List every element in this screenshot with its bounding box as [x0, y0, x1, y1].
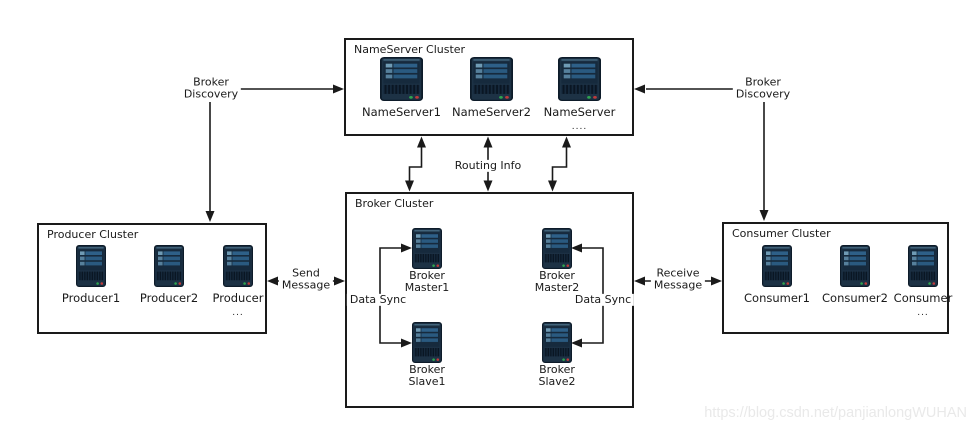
server-icon [76, 245, 106, 287]
label-send-message: Send Message [278, 267, 334, 293]
node-broker-slave2: Broker Slave2 [538, 322, 576, 387]
nameserver-cluster-title: NameServer Cluster [354, 43, 466, 56]
node-broker-slave1: Broker Slave1 [408, 322, 446, 387]
server-icon [380, 57, 423, 101]
node-broker-master1: Broker Master1 [405, 228, 449, 293]
node-nameserver2: NameServer2 [452, 57, 531, 118]
node-producer2: Producer2 [140, 245, 198, 304]
server-icon [542, 228, 572, 269]
node-label: Producer1 [61, 291, 121, 305]
node-label: Broker Master1 [404, 269, 450, 294]
node-nameserver1: NameServer1 [362, 57, 441, 118]
nameserver-cluster-box: NameServer Cluster [344, 38, 634, 136]
server-icon [223, 245, 253, 287]
node-label: Producer [212, 291, 264, 305]
producer-cluster-title: Producer Cluster [47, 228, 139, 241]
label-data-sync-left: Data Sync [346, 293, 410, 307]
node-consumer-n: Consumer ... [894, 245, 952, 318]
node-consumer2: Consumer2 [822, 245, 888, 304]
node-broker-master2: Broker Master2 [535, 228, 579, 293]
node-label: Broker Slave1 [408, 363, 446, 388]
server-icon [840, 245, 870, 287]
ellipsis-more-nodes: .... [571, 122, 588, 132]
node-label: Producer2 [139, 291, 199, 305]
node-label: NameServer2 [452, 105, 531, 119]
node-label: Consumer2 [822, 291, 888, 305]
label-broker-discovery-right: Broker Discovery [732, 76, 794, 102]
server-icon [412, 228, 442, 269]
node-consumer1: Consumer1 [744, 245, 810, 304]
server-icon [762, 245, 792, 287]
node-producer1: Producer1 [62, 245, 120, 304]
server-icon [558, 57, 601, 101]
server-icon [542, 322, 572, 363]
server-icon [908, 245, 938, 287]
node-label: Broker Master2 [534, 269, 580, 294]
node-label: Consumer [893, 291, 953, 305]
ellipsis-more-nodes: ... [917, 308, 929, 318]
consumer-cluster-title: Consumer Cluster [732, 227, 831, 240]
server-icon [470, 57, 513, 101]
server-icon [412, 322, 442, 363]
broker-cluster-title: Broker Cluster [355, 197, 434, 210]
node-label: NameServer1 [362, 105, 441, 119]
label-data-sync-right: Data Sync [571, 293, 635, 307]
label-routing-info: Routing Info [451, 159, 525, 173]
watermark-url: https://blog.csdn.net/panjianlongWUHAN [704, 405, 967, 421]
consumer-cluster-box: Consumer Cluster [722, 222, 949, 334]
ellipsis-more-nodes: ... [232, 308, 244, 318]
node-label: NameServer [543, 105, 616, 119]
label-receive-message: Receive Message [650, 267, 706, 293]
edge-routing-left-zigzag [408, 146, 423, 181]
label-broker-discovery-left: Broker Discovery [180, 76, 242, 102]
node-label: Consumer1 [744, 291, 810, 305]
node-nameserver-n: NameServer .... [544, 57, 615, 132]
producer-cluster-box: Producer Cluster [37, 223, 267, 334]
edge-routing-right-zigzag [551, 146, 568, 181]
node-producer-n: Producer ... [213, 245, 263, 318]
node-label: Broker Slave2 [538, 363, 576, 388]
server-icon [154, 245, 184, 287]
